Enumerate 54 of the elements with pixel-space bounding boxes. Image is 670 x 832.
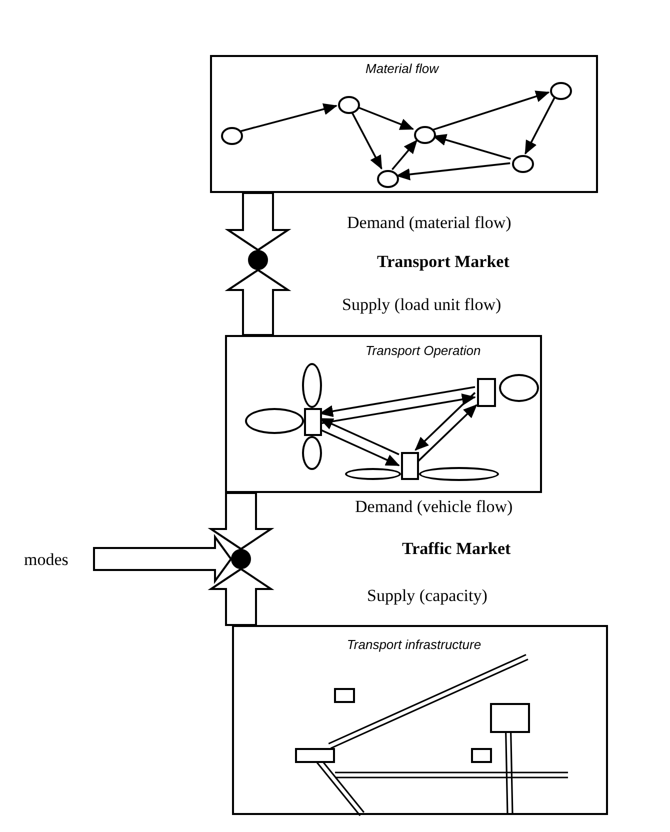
oval-node — [345, 468, 401, 480]
arrow — [320, 393, 476, 424]
circle-node — [338, 96, 360, 114]
panel — [210, 55, 598, 193]
block-arrow — [208, 568, 274, 626]
panel — [225, 335, 542, 493]
junction-dot — [248, 250, 268, 270]
circle-node — [377, 170, 399, 188]
square-node — [334, 688, 355, 703]
arrow — [416, 404, 478, 463]
circle-node — [221, 127, 243, 145]
block-arrow — [208, 492, 274, 550]
arrow — [396, 162, 510, 180]
arrow — [524, 96, 556, 155]
square-node — [304, 408, 322, 436]
arrow — [392, 140, 418, 170]
panel-title: Material flow — [366, 61, 438, 76]
flow-label: Demand (material flow) — [347, 213, 512, 233]
square-node — [477, 378, 496, 407]
arrow — [320, 428, 400, 466]
road-line — [328, 654, 529, 750]
circle-node — [512, 155, 534, 173]
market-label: Traffic Market — [402, 539, 511, 559]
panel-title: Transport infrastructure — [346, 637, 482, 652]
square-node — [490, 703, 530, 733]
arrow — [350, 110, 382, 170]
square-node — [295, 748, 335, 763]
arrow — [319, 386, 476, 418]
block-arrow — [224, 268, 292, 336]
circle-node — [550, 82, 572, 100]
market-label: Transport Market — [377, 252, 510, 272]
road-line — [505, 730, 514, 815]
arrow — [356, 106, 414, 130]
panel-title: Transport Operation — [365, 343, 481, 358]
block-arrow — [224, 192, 292, 252]
side-label: modes — [24, 549, 68, 571]
panel — [232, 625, 608, 815]
block-arrow — [93, 534, 232, 584]
square-node — [471, 748, 492, 763]
oval-node — [419, 467, 499, 481]
flow-label: Supply (load unit flow) — [342, 295, 502, 315]
flow-label: Demand (vehicle flow) — [355, 497, 513, 517]
arrow — [414, 392, 476, 451]
oval-node — [302, 436, 322, 470]
circle-node — [414, 126, 436, 144]
oval-node — [499, 374, 539, 402]
flow-label: Supply (capacity) — [367, 586, 488, 606]
arrow — [240, 103, 338, 132]
oval-node — [302, 363, 322, 408]
square-node — [401, 452, 419, 480]
oval-node — [245, 408, 304, 434]
arrow — [319, 418, 400, 456]
arrow — [432, 90, 550, 131]
junction-dot — [231, 549, 251, 569]
